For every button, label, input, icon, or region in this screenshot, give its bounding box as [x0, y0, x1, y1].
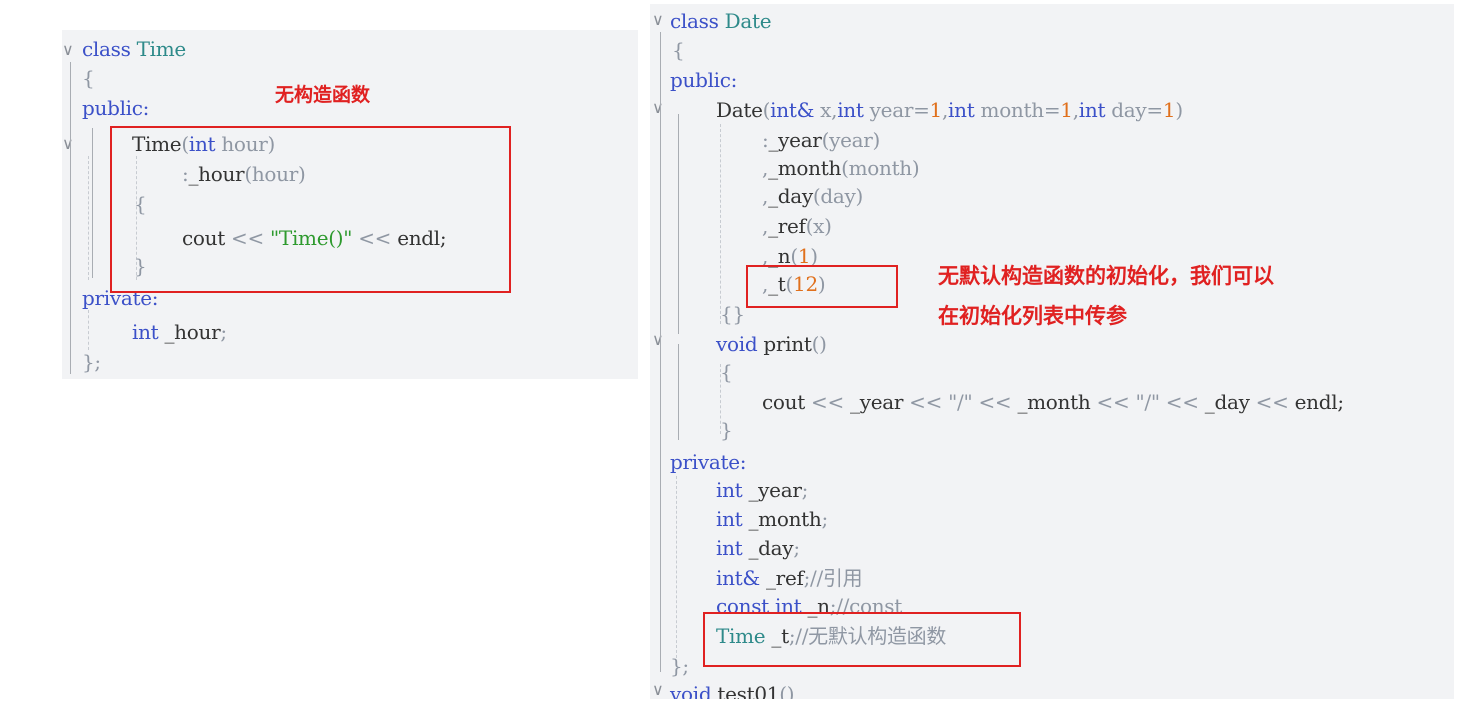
- code-line: int _hour;: [132, 320, 227, 344]
- indent-guide: [720, 124, 721, 324]
- chevron-down-icon[interactable]: ∨: [652, 330, 664, 349]
- fold-bar: [678, 344, 679, 440]
- code-line: void print(): [716, 332, 827, 356]
- chevron-down-icon[interactable]: ∨: [652, 10, 664, 29]
- code-line: int _day;: [716, 536, 800, 560]
- code-line: void test01(): [670, 682, 795, 699]
- code-line: {: [720, 360, 733, 384]
- fold-bar: [660, 32, 661, 672]
- fold-bar: [92, 128, 93, 278]
- code-line: cout << _year << "/" << _month << "/" <<…: [762, 390, 1344, 414]
- highlight-box-t-init: [746, 265, 898, 308]
- code-line: {: [134, 192, 147, 216]
- code-line: :_year(year): [762, 128, 881, 152]
- indent-guide: [136, 156, 137, 280]
- code-line: ,_n(1): [762, 244, 818, 268]
- code-line: ,_month(month): [762, 156, 920, 180]
- code-line: {}: [720, 302, 745, 326]
- code-line: Date(int& x,int year=1,int month=1,int d…: [716, 98, 1183, 122]
- fold-bar: [678, 114, 679, 334]
- code-line: };: [82, 350, 101, 374]
- code-line: public:: [82, 96, 150, 120]
- code-line: };: [670, 654, 689, 678]
- annotation-init-list-line1: 无默认构造函数的初始化，我们可以: [938, 264, 1274, 288]
- code-line: int _month;: [716, 507, 828, 531]
- annotation-init-list-line2: 在初始化列表中传参: [938, 304, 1127, 328]
- code-line: ,_day(day): [762, 184, 864, 208]
- code-line: public:: [670, 68, 738, 92]
- indent-guide: [88, 156, 89, 280]
- code-line: private:: [82, 286, 159, 310]
- code-line: class Time: [82, 37, 186, 61]
- indent-guide: [676, 476, 677, 658]
- code-line: private:: [670, 450, 747, 474]
- annotation-no-constructor: 无构造函数: [275, 84, 371, 106]
- chevron-down-icon[interactable]: ∨: [652, 98, 664, 117]
- chevron-down-icon[interactable]: ∨: [62, 40, 74, 59]
- chevron-down-icon[interactable]: ∨: [62, 134, 74, 153]
- code-line: int& _ref;//引用: [716, 566, 863, 590]
- code-line: {: [672, 38, 685, 62]
- indent-guide: [720, 364, 721, 434]
- highlight-box-constructor: [110, 126, 511, 293]
- code-line: Time(int hour): [132, 132, 276, 156]
- fold-bar: [70, 62, 71, 374]
- code-line: const int _n;//const: [716, 594, 903, 618]
- code-line: ,_ref(x): [762, 214, 832, 238]
- code-line: ,_t(12): [762, 272, 826, 296]
- code-line: }: [720, 418, 733, 442]
- highlight-box-time-member: [703, 612, 1021, 667]
- fold-bar: [660, 440, 661, 441]
- right-code-panel: ∨ ∨ ∨ ∨ class Date { public: Date(int& x…: [650, 4, 1454, 699]
- code-line: cout << "Time()" << endl;: [182, 226, 447, 250]
- chevron-down-icon[interactable]: ∨: [652, 680, 664, 699]
- code-line: {: [82, 66, 95, 90]
- left-code-panel: ∨ ∨ class Time { public: Time(int hour) …: [62, 30, 638, 379]
- indent-guide: [88, 310, 89, 350]
- code-line: class Date: [670, 9, 772, 33]
- code-line: Time _t;//无默认构造函数: [716, 624, 947, 648]
- code-line: int _year;: [716, 478, 809, 502]
- code-line: }: [134, 254, 147, 278]
- code-line: :_hour(hour): [182, 162, 306, 186]
